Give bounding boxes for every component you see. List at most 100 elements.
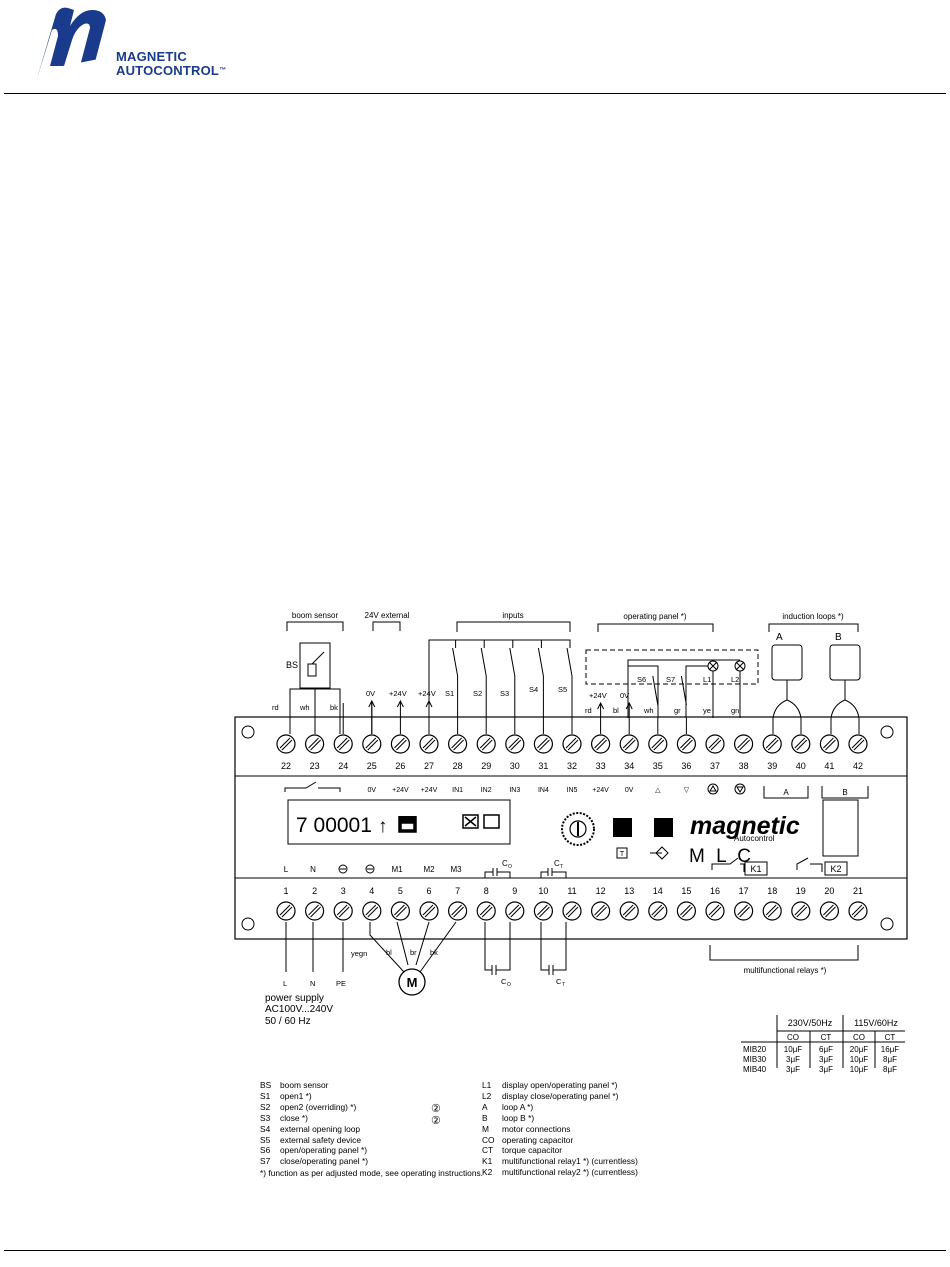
top-terminal-40[interactable]: 40 xyxy=(791,734,811,771)
function-label: IN3 xyxy=(509,787,520,794)
label-s3: S3 xyxy=(500,689,509,698)
function-label: IN5 xyxy=(567,787,578,794)
top-terminal-number: 39 xyxy=(767,761,777,771)
bottom-terminal-12[interactable]: 12 xyxy=(590,886,611,921)
label-loop-b: B xyxy=(835,632,842,643)
bottom-terminal-1[interactable]: 1 xyxy=(276,886,296,921)
open-button[interactable] xyxy=(613,818,632,837)
label-s1: S1 xyxy=(445,689,454,698)
top-terminal-28[interactable]: 28 xyxy=(448,734,468,771)
legend-key: K1 xyxy=(482,1156,493,1167)
symbol-close-38 xyxy=(734,783,746,795)
top-terminal-36[interactable]: 36 xyxy=(676,734,697,771)
panel-brand-sub: Autocontrol xyxy=(734,834,775,843)
label-s7: S7 xyxy=(666,675,675,684)
bottom-terminal-6[interactable]: 6 xyxy=(419,886,439,921)
top-terminal-37[interactable]: 37 xyxy=(705,734,725,771)
svg-text:C: C xyxy=(556,977,562,986)
bottom-terminal-18[interactable]: 18 xyxy=(762,886,782,921)
bottom-terminal-17[interactable]: 17 xyxy=(733,886,754,921)
legend-value: open1 *) xyxy=(280,1090,312,1101)
bottom-terminal-20[interactable]: 20 xyxy=(819,886,840,921)
earth-symbol-4 xyxy=(365,864,375,874)
bottom-terminal-4[interactable]: 4 xyxy=(362,886,382,921)
wire-24v-a: +24V xyxy=(389,689,407,698)
bottom-terminal-9[interactable]: 9 xyxy=(505,886,525,921)
bottom-terminal-7[interactable]: 7 xyxy=(448,886,468,921)
top-terminal-27[interactable]: 27 xyxy=(419,734,439,771)
top-terminal-24[interactable]: 24 xyxy=(333,734,353,771)
top-terminal-25[interactable]: 25 xyxy=(362,734,382,771)
svg-text:C: C xyxy=(554,859,560,868)
bottom-terminal-number: 21 xyxy=(853,886,863,896)
top-terminal-30[interactable]: 30 xyxy=(505,734,525,771)
top-terminal-33[interactable]: 33 xyxy=(590,734,611,771)
top-terminal-39[interactable]: 39 xyxy=(762,734,782,771)
bottom-terminal-13[interactable]: 13 xyxy=(619,886,639,921)
top-terminal-number: 42 xyxy=(853,761,863,771)
top-terminal-29[interactable]: 29 xyxy=(476,734,496,771)
svg-text:L: L xyxy=(284,865,289,874)
legend-key: A xyxy=(482,1101,488,1112)
bottom-terminal-8[interactable]: 8 xyxy=(476,886,496,921)
top-terminal-23[interactable]: 23 xyxy=(305,734,325,771)
relay-k1: K1 xyxy=(711,857,768,876)
top-terminal-26[interactable]: 26 xyxy=(390,734,410,771)
bottom-terminal-number: 3 xyxy=(341,886,346,896)
cap-table-cell: 10μF xyxy=(784,1045,803,1054)
top-terminal-number: 35 xyxy=(653,761,663,771)
svg-text:C: C xyxy=(501,977,507,986)
board-dividers xyxy=(235,775,907,879)
bottom-terminal-21[interactable]: 21 xyxy=(848,886,868,921)
legend-key: S6 xyxy=(260,1145,271,1156)
bottom-terminal-10[interactable]: 10 xyxy=(533,886,554,921)
cap-table-header: 115V/60Hz xyxy=(854,1018,898,1028)
top-terminal-31[interactable]: 31 xyxy=(533,734,554,771)
rotary-switch[interactable] xyxy=(561,812,595,846)
svg-text:N: N xyxy=(310,979,315,988)
footer-rule xyxy=(4,1250,946,1251)
top-terminal-32[interactable]: 32 xyxy=(562,734,582,771)
wire-rd: rd xyxy=(272,703,279,712)
cap-table-subheader: CT xyxy=(821,1033,832,1042)
bottom-terminal-14[interactable]: 14 xyxy=(648,886,668,921)
top-terminal-38[interactable]: 38 xyxy=(733,734,754,771)
cap-table-cell: 3μF xyxy=(819,1065,833,1074)
top-wire-labels: rd wh bk 0V +24V +24V S1 S2 S3 S4 S5 +24… xyxy=(272,675,739,715)
bottom-terminal-5[interactable]: 5 xyxy=(390,886,410,921)
top-terminal-42[interactable]: 42 xyxy=(848,734,868,771)
bottom-terminal-2[interactable]: 2 xyxy=(305,886,325,921)
function-label: 0V xyxy=(625,787,634,794)
bottom-terminal-16[interactable]: 16 xyxy=(705,886,725,921)
bottom-terminal-number: 18 xyxy=(767,886,777,896)
top-terminal-35[interactable]: 35 xyxy=(648,734,668,771)
header-rule xyxy=(4,93,946,94)
bottom-terminal-3[interactable]: 3 xyxy=(333,886,353,921)
bottom-terminal-15[interactable]: 15 xyxy=(676,886,697,921)
bottom-terminal-11[interactable]: 11 xyxy=(562,886,582,921)
close-button[interactable] xyxy=(654,818,673,837)
svg-text:bk: bk xyxy=(430,948,438,957)
top-terminal-34[interactable]: 34 xyxy=(619,734,639,771)
top-terminal-41[interactable]: 41 xyxy=(819,734,840,771)
cap-table-cell: 3μF xyxy=(786,1055,800,1064)
label-multifunctional-relays: multifunctional relays *) xyxy=(744,966,827,975)
logo-line1: MAGNETIC xyxy=(116,49,187,64)
top-terminal-22[interactable]: 22 xyxy=(276,734,296,771)
label-induction-loops: induction loops *) xyxy=(782,612,844,621)
bottom-terminal-number: 11 xyxy=(567,886,576,896)
bottom-terminal-19[interactable]: 19 xyxy=(791,886,811,921)
svg-text:T: T xyxy=(562,982,565,988)
legend-value: loop A *) xyxy=(502,1101,534,1112)
label-l2: L2 xyxy=(731,675,739,684)
display-value: 7 00001 xyxy=(296,814,372,837)
